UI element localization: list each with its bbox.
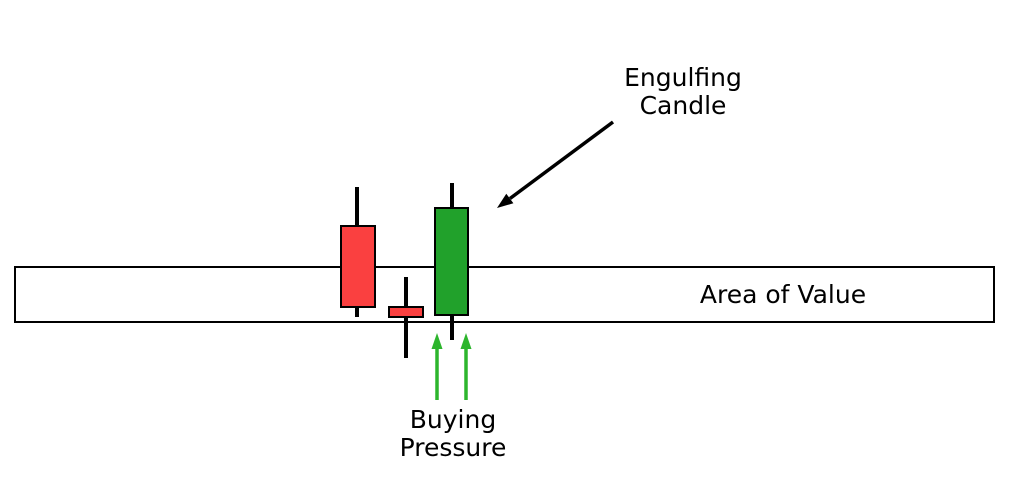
engulfing-annotation-arrow-icon (497, 120, 615, 208)
engulfing-candle-body (434, 207, 469, 316)
buying-pressure-label: Buying Pressure (399, 405, 507, 462)
buying-pressure-arrow-icon (431, 333, 443, 400)
area-of-value-label: Area of Value (699, 279, 867, 309)
small-bearish-candle-body (388, 306, 424, 318)
bearish-candle-body (340, 225, 376, 308)
buying-pressure-arrow-icon (460, 333, 472, 400)
area-of-value-box: Area of Value (14, 266, 995, 323)
engulfing-candle-label: Engulfing Candle (624, 63, 742, 120)
